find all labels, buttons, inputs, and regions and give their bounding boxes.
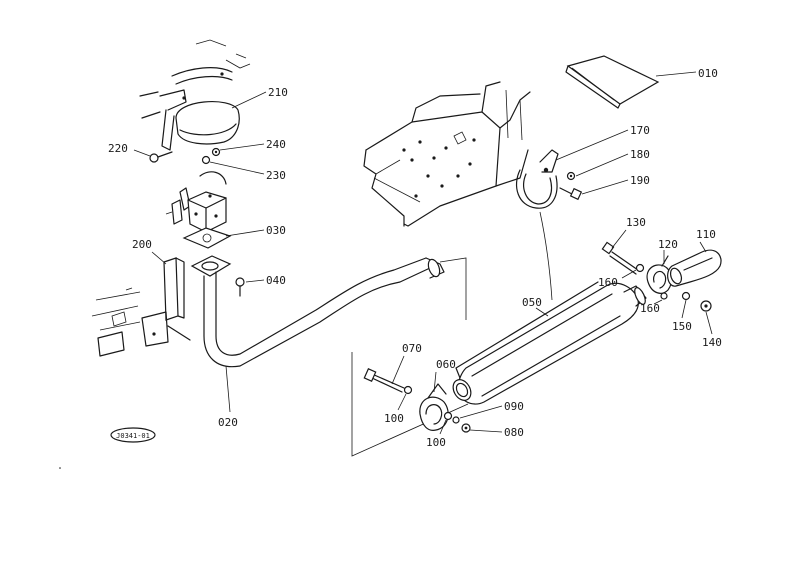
chassis-frame [363, 81, 531, 227]
leader-100a [397, 393, 407, 411]
part-010-plate [565, 55, 660, 109]
hanger-guide-line [539, 211, 553, 301]
part-240-nut [211, 147, 221, 157]
callout-200: 200 [132, 238, 152, 251]
part-230-washer [201, 155, 211, 165]
leader-090 [459, 405, 503, 419]
leader-020 [225, 365, 231, 413]
leader-220 [133, 149, 151, 157]
part-190-bolt [559, 187, 583, 201]
leader-010 [655, 71, 697, 77]
callout-030: 030 [266, 224, 286, 237]
part-210-cover [175, 100, 240, 145]
part-110-tail-pipe [667, 249, 722, 287]
callout-040: 040 [266, 274, 286, 287]
callout-080: 080 [504, 426, 524, 439]
part-180-bolt [566, 171, 576, 181]
callout-110: 110 [696, 228, 716, 241]
part-090-washer [452, 416, 460, 424]
callout-060: 060 [436, 358, 456, 371]
leader-180 [575, 153, 629, 177]
callout-160b: 160 [640, 302, 660, 315]
part-130-bolt [601, 241, 639, 275]
part-140-nut [700, 300, 712, 312]
leader-190 [581, 179, 629, 195]
callout-240: 240 [266, 138, 286, 151]
leader-100b [439, 419, 447, 435]
leader-150 [681, 299, 687, 319]
frame-rail-left [91, 287, 141, 357]
part-080-nut [461, 423, 471, 433]
part-200-bracket [141, 257, 191, 347]
callout-020: 020 [218, 416, 238, 429]
leader-080 [469, 429, 503, 433]
callout-050: 050 [522, 296, 542, 309]
callout-230: 230 [266, 169, 286, 182]
callout-180: 180 [630, 148, 650, 161]
part-100-washer-b [443, 411, 453, 421]
leader-030 [225, 229, 265, 237]
part-020-exhaust-pipe [190, 255, 445, 368]
leader-230 [209, 161, 265, 175]
part-160-washer-b [660, 292, 668, 300]
callout-160a: 160 [598, 276, 618, 289]
leader-160b [653, 299, 663, 305]
part-160-washer-a [635, 263, 645, 273]
leader-240 [219, 143, 265, 151]
callout-130: 130 [626, 216, 646, 229]
leader-110 [699, 241, 707, 253]
manifold-block [165, 171, 227, 233]
part-040-bolt [235, 277, 245, 297]
callout-190: 190 [630, 174, 650, 187]
leader-200 [151, 251, 167, 265]
part-070-bolt [363, 368, 405, 393]
diagram-code-badge: J0341-01 [110, 427, 156, 443]
callout-220: 220 [108, 142, 128, 155]
leader-040 [245, 279, 265, 283]
callout-140: 140 [702, 336, 722, 349]
leader-210 [231, 91, 267, 109]
part-100-washer-a [403, 385, 413, 395]
callout-010: 010 [698, 67, 718, 80]
stray-dot [59, 467, 61, 469]
diagram-code: J0341-01 [116, 432, 150, 440]
part-170-hanger [515, 149, 559, 209]
leader-170 [555, 129, 629, 161]
callout-170: 170 [630, 124, 650, 137]
part-030-gasket [182, 227, 232, 249]
callout-100a: 100 [384, 412, 404, 425]
callout-090: 090 [504, 400, 524, 413]
leader-070 [391, 355, 405, 385]
callout-210: 210 [268, 86, 288, 99]
part-050-muffler [452, 281, 647, 405]
leader-050 [535, 307, 549, 317]
callout-070: 070 [402, 342, 422, 355]
part-060-clamp [419, 383, 449, 431]
callout-120: 120 [658, 238, 678, 251]
leader-060 [433, 371, 437, 393]
pipe-guide-line [439, 257, 467, 320]
callout-100b: 100 [426, 436, 446, 449]
leader-130 [611, 229, 627, 249]
upper-bracket-assembly [139, 39, 251, 151]
leader-140 [705, 311, 713, 335]
part-220-bolt [149, 151, 173, 163]
part-150-washer [681, 291, 691, 301]
leader-160a [621, 269, 637, 279]
callout-150: 150 [672, 320, 692, 333]
